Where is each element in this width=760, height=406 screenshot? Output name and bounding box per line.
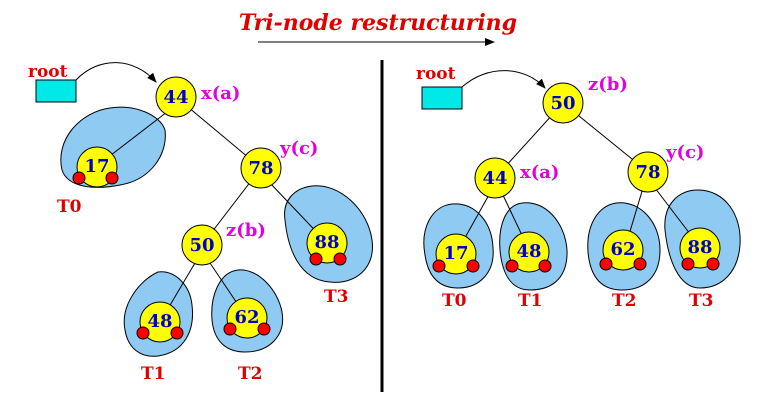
right-subtree-t2-root: 62 [599, 229, 647, 271]
right-node-x-key: 44 [482, 168, 507, 189]
right-tree: root 50 z(b) 44 x(a) 78 y(c) 17 T0 [416, 64, 741, 311]
right-root-arrow [461, 70, 546, 89]
left-subtree-t0-root: 17 [72, 146, 119, 188]
right-node-z-role: z(b) [588, 74, 628, 95]
right-t2-key: 62 [610, 239, 635, 260]
right-root-label: root [416, 64, 456, 84]
right-node-x-role: x(a) [520, 162, 559, 183]
right-t0-label: T0 [442, 291, 467, 311]
left-t1-label: T1 [141, 364, 165, 384]
right-node-y [627, 151, 669, 193]
right-t3-key: 88 [687, 237, 712, 258]
left-root-box [35, 79, 77, 103]
right-node-y-key: 78 [635, 162, 660, 183]
left-root-arrow [75, 62, 157, 83]
left-subtree-t3-root: 88 [306, 222, 348, 266]
left-t2-key: 62 [234, 307, 259, 328]
left-node-x-role: x(a) [201, 83, 240, 104]
right-t1-key: 48 [516, 241, 541, 262]
left-tree: root 44 x(a) 78 y(c) 50 z(b) 17 T0 [28, 62, 373, 384]
left-node-z-key: 50 [189, 235, 214, 256]
left-node-z-role: z(b) [226, 220, 266, 241]
left-node-y [240, 147, 282, 189]
left-node-x [155, 76, 197, 118]
left-subtree-t2-root: 62 [223, 297, 271, 339]
right-node-y-role: y(c) [665, 142, 704, 163]
left-node-y-role: y(c) [279, 138, 318, 159]
left-t2-label: T2 [238, 364, 262, 384]
right-t2-label: T2 [612, 291, 636, 311]
right-t3-label: T3 [689, 291, 713, 311]
diagram-title: Tri-node restructuring [239, 10, 517, 36]
left-t3-key: 88 [314, 232, 339, 253]
right-subtree-t0-root: 17 [432, 233, 480, 275]
left-subtree-t1-root: 48 [136, 301, 184, 343]
left-node-z [181, 224, 223, 266]
right-node-z [542, 82, 584, 124]
right-node-z-key: 50 [550, 93, 575, 114]
right-subtree-t3-root: 88 [679, 227, 721, 271]
left-node-y-key: 78 [248, 158, 273, 179]
left-t0-label: T0 [57, 197, 82, 217]
left-root-label: root [28, 62, 68, 82]
right-node-x [474, 157, 516, 199]
right-subtree-t1-root: 48 [505, 231, 552, 273]
right-root-box [421, 86, 463, 110]
right-t0-key: 17 [443, 243, 468, 264]
left-t0-key: 17 [84, 156, 109, 177]
right-t1-label: T1 [518, 291, 542, 311]
left-t1-key: 48 [147, 311, 172, 332]
left-t3-label: T3 [324, 287, 348, 307]
left-node-x-key: 44 [163, 87, 188, 108]
